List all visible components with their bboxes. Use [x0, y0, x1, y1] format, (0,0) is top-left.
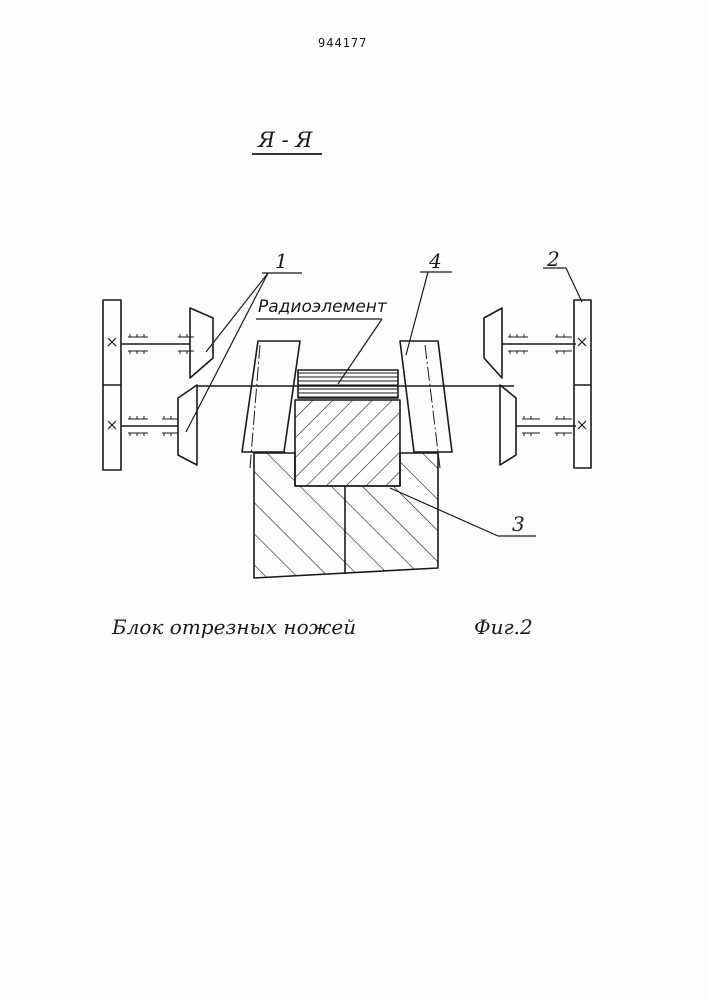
- leader-1-a: [206, 273, 268, 352]
- radio-component: [298, 370, 398, 398]
- component-holder: [295, 400, 400, 486]
- left-upper-bevel-gear: [190, 308, 213, 378]
- right-knife-axis: [425, 345, 440, 468]
- leader-4: [406, 272, 428, 355]
- left-lower-bevel-gear: [178, 385, 197, 465]
- drawing-caption: Блок отрезных ножей: [112, 615, 356, 639]
- right-lower-bevel-gear: [500, 385, 516, 465]
- right-cross-marks: [578, 338, 586, 429]
- right-cutting-knife: [400, 341, 452, 452]
- left-bearing-symbols: [128, 334, 194, 436]
- leader-2: [566, 268, 582, 302]
- left-cutting-knife: [242, 341, 300, 452]
- right-upper-bevel-gear: [484, 308, 502, 378]
- right-bearing-symbols: [508, 334, 572, 436]
- right-gear-strip: [574, 300, 591, 468]
- left-cross-marks: [108, 338, 116, 429]
- figure-number: Фиг.2: [474, 615, 533, 639]
